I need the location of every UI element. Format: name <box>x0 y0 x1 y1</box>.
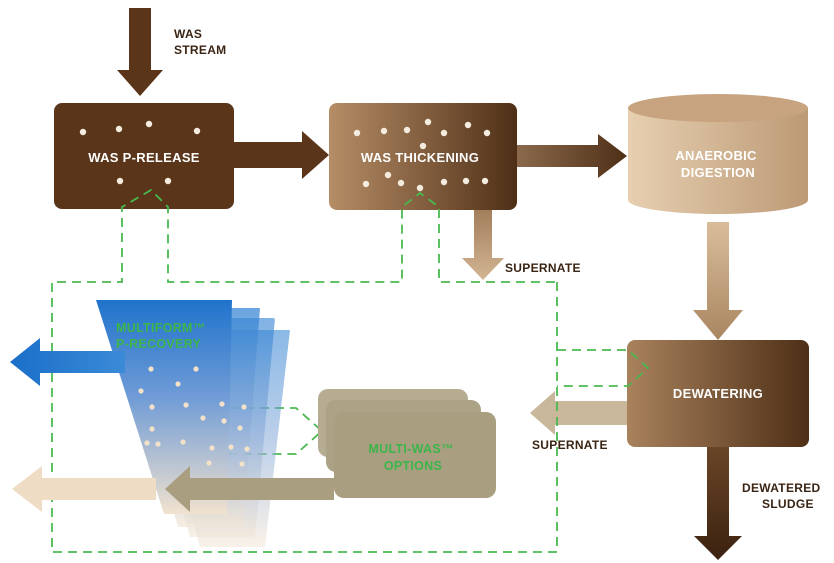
recovered-phosphorus-arrow <box>10 338 125 386</box>
dewatering-label: DEWATERING <box>673 386 763 401</box>
was-stream-label: WAS STREAM <box>174 27 226 57</box>
return-arrow-bottom <box>165 466 334 512</box>
multiform-label: MULTIFORM™ P-RECOVERY <box>116 321 209 351</box>
multi-was-label: MULTI-WAS™ OPTIONS <box>368 442 457 473</box>
arrow-supernate-top <box>462 210 504 280</box>
was-p-release-box: WAS P-RELEASE <box>54 103 234 209</box>
arrow-release-to-thickening <box>234 131 329 179</box>
supernate-bottom-label: SUPERNATE <box>532 438 608 452</box>
arrow-thickening-to-digestion <box>517 134 627 178</box>
was-stream-arrow <box>117 8 163 96</box>
arrow-supernate-bottom <box>530 391 628 435</box>
effluent-arrow-left <box>12 466 156 512</box>
dewatering-box: DEWATERING <box>627 340 809 447</box>
was-thickening-label: WAS THICKENING <box>361 150 479 165</box>
multiform-p-recovery-funnel: MULTIFORM™ P-RECOVERY <box>96 300 291 547</box>
anaerobic-digestion-tank: ANAEROBIC DIGESTION <box>628 94 808 214</box>
arrow-dewatered-sludge <box>694 447 742 560</box>
anaerobic-digestion-label: ANAEROBIC DIGESTION <box>675 148 760 180</box>
arrow-digestion-to-dewatering <box>693 222 743 340</box>
dewatered-sludge-label: DEWATERED SLUDGE <box>742 481 824 511</box>
multi-was-options-stack: MULTI-WAS™ OPTIONS <box>318 389 496 498</box>
supernate-top-label: SUPERNATE <box>505 261 581 275</box>
was-p-release-label: WAS P-RELEASE <box>88 150 200 165</box>
was-thickening-box: WAS THICKENING <box>329 103 517 210</box>
